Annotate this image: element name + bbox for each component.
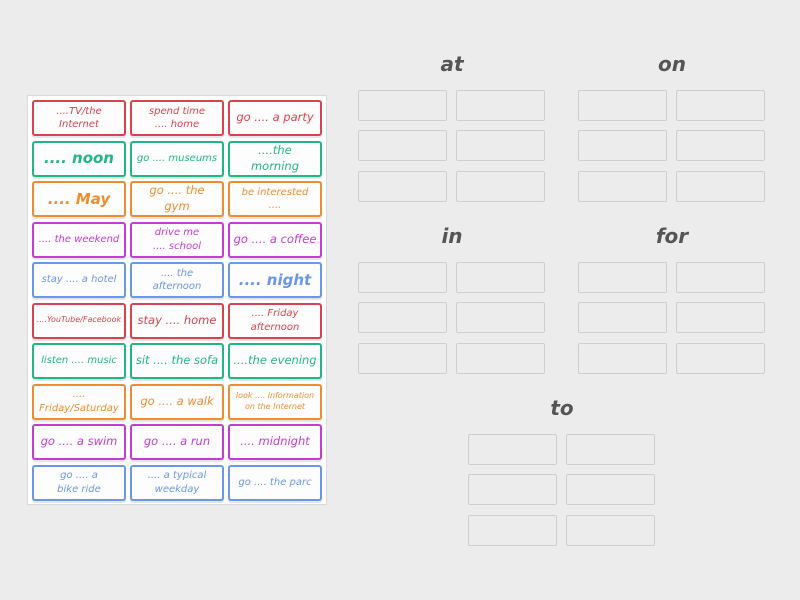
drop-slot[interactable] — [456, 302, 545, 333]
drop-slot[interactable] — [676, 262, 765, 293]
word-card[interactable]: sit .... the sofa — [130, 343, 224, 379]
group-title-in: in — [441, 224, 463, 248]
drop-slot[interactable] — [676, 171, 765, 202]
word-card[interactable]: be interested .... — [228, 181, 322, 217]
drop-slot[interactable] — [456, 90, 545, 121]
word-card[interactable]: look .... information on the Internet — [228, 383, 322, 420]
word-card[interactable]: go .... a bike ride — [32, 464, 126, 501]
word-card[interactable]: go .... a run — [130, 424, 224, 460]
drop-slot[interactable] — [358, 302, 447, 333]
word-card[interactable]: ....YouTube/Facebook — [32, 302, 126, 339]
word-card[interactable]: go .... the gym — [130, 181, 224, 217]
word-card[interactable]: .... the afternoon — [130, 262, 224, 298]
group-title-to: to — [550, 396, 574, 420]
drop-slot[interactable] — [358, 130, 447, 161]
word-card[interactable]: .... noon — [32, 140, 126, 177]
word-card[interactable]: ....the morning — [228, 140, 322, 177]
word-card[interactable]: .... night — [228, 262, 322, 298]
drop-slot[interactable] — [566, 434, 655, 465]
word-card[interactable]: go .... the parc — [228, 464, 322, 501]
drop-slot[interactable] — [358, 262, 447, 293]
group-title-at: at — [440, 52, 464, 76]
word-card[interactable]: spend time .... home — [130, 100, 224, 136]
word-card[interactable]: .... Friday afternoon — [228, 302, 322, 339]
word-card[interactable]: stay .... a hotel — [32, 262, 126, 298]
drop-slot[interactable] — [358, 171, 447, 202]
drop-slot[interactable] — [468, 434, 557, 465]
drop-slot[interactable] — [578, 130, 667, 161]
drop-slot[interactable] — [358, 90, 447, 121]
drop-slot[interactable] — [566, 515, 655, 546]
word-card[interactable]: go .... museums — [130, 140, 224, 177]
drop-slot[interactable] — [566, 474, 655, 505]
drop-slot[interactable] — [676, 302, 765, 333]
drop-slot[interactable] — [456, 343, 545, 374]
drop-slot[interactable] — [456, 262, 545, 293]
word-card[interactable]: listen .... music — [32, 343, 126, 379]
word-card[interactable]: ....TV/the Internet — [32, 100, 126, 136]
drop-slot[interactable] — [456, 130, 545, 161]
word-card[interactable]: .... midnight — [228, 424, 322, 460]
drop-slot[interactable] — [468, 515, 557, 546]
drop-slot[interactable] — [468, 474, 557, 505]
group-title-on: on — [658, 52, 686, 76]
word-card[interactable]: stay .... home — [130, 302, 224, 339]
word-card[interactable]: .... a typical weekday — [130, 464, 224, 501]
word-card[interactable]: drive me .... school — [130, 221, 224, 258]
word-card[interactable]: .... Friday/Saturday — [32, 383, 126, 420]
drop-slot[interactable] — [676, 90, 765, 121]
word-card[interactable]: .... May — [32, 181, 126, 217]
drop-slot[interactable] — [578, 90, 667, 121]
drop-slot[interactable] — [676, 130, 765, 161]
drop-slot[interactable] — [578, 302, 667, 333]
drop-slot[interactable] — [676, 343, 765, 374]
group-title-for: for — [655, 224, 689, 248]
drop-slot[interactable] — [358, 343, 447, 374]
drop-slot[interactable] — [578, 171, 667, 202]
word-card[interactable]: .... the weekend — [32, 221, 126, 258]
drop-slot[interactable] — [578, 343, 667, 374]
drop-slot[interactable] — [578, 262, 667, 293]
drop-slot[interactable] — [456, 171, 545, 202]
word-card[interactable]: go .... a swim — [32, 424, 126, 460]
word-card[interactable]: go .... a party — [228, 100, 322, 136]
word-card[interactable]: go .... a coffee — [228, 221, 322, 258]
word-card[interactable]: go .... a walk — [130, 383, 224, 420]
word-card[interactable]: ....the evening — [228, 343, 322, 379]
